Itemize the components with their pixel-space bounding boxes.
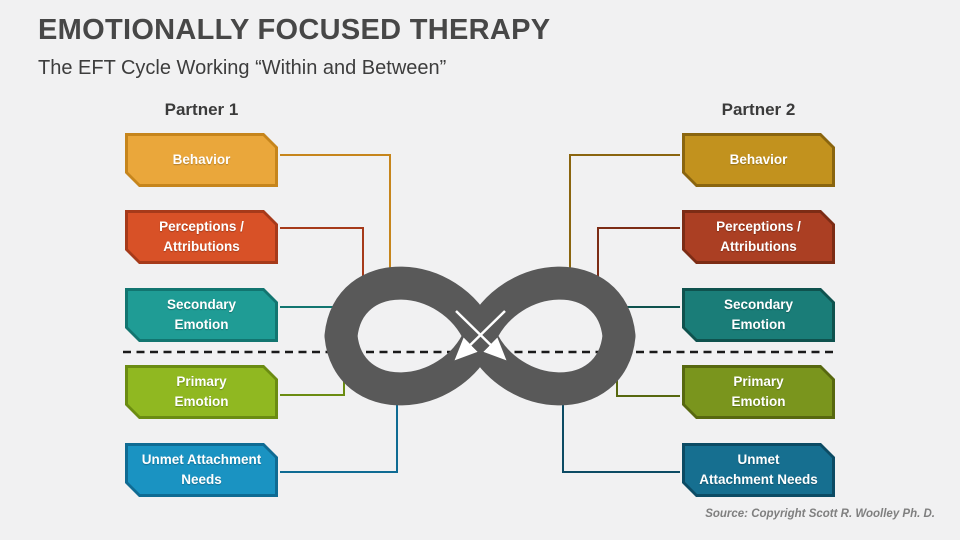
box-partner1-perceptions: Perceptions / Attributions	[125, 210, 278, 264]
connector-p1-primary	[280, 376, 345, 396]
connector-p2-primary	[616, 376, 680, 397]
box-label: Primary Emotion	[174, 374, 229, 409]
box-label: Secondary Emotion	[166, 297, 237, 332]
box-fill: Primary Emotion	[128, 368, 275, 416]
connector-p1-perceptions	[280, 227, 364, 280]
box-label: Primary Emotion	[731, 374, 786, 409]
partner2-header: Partner 2	[721, 100, 796, 119]
box-label: Secondary Emotion	[723, 297, 794, 332]
connector-p2-unmet	[562, 398, 680, 473]
box-partner1-behavior: Behavior	[125, 133, 278, 187]
box-partner1-primary-emotion: Primary Emotion	[125, 365, 278, 419]
box-fill: Perceptions / Attributions	[128, 213, 275, 261]
page-subtitle: The EFT Cycle Working “Within and Betwee…	[38, 57, 447, 79]
connector-p1-unmet	[280, 398, 398, 473]
box-label: Perceptions / Attributions	[159, 219, 244, 254]
source-attribution: Source: Copyright Scott R. Woolley Ph. D…	[705, 508, 935, 520]
box-fill: Behavior	[685, 136, 832, 184]
box-partner2-behavior: Behavior	[682, 133, 835, 187]
box-label: Behavior	[729, 152, 788, 168]
box-partner2-unmet-needs: Unmet Attachment Needs	[682, 443, 835, 497]
box-label: Perceptions / Attributions	[716, 219, 801, 254]
box-partner2-secondary-emotion: Secondary Emotion	[682, 288, 835, 342]
connector-p2-behavior	[569, 154, 680, 272]
box-fill: Primary Emotion	[685, 368, 832, 416]
box-fill: Unmet Attachment Needs	[128, 446, 275, 494]
partner1-header: Partner 1	[164, 100, 239, 119]
cycle-arrow-left-icon	[454, 310, 506, 361]
page-title: EMOTIONALLY FOCUSED THERAPY	[38, 14, 551, 46]
box-label: Behavior	[172, 152, 231, 168]
box-fill: Secondary Emotion	[685, 291, 832, 339]
cycle-arrow-right-icon	[455, 310, 507, 361]
box-fill: Behavior	[128, 136, 275, 184]
box-fill: Perceptions / Attributions	[685, 213, 832, 261]
box-partner1-secondary-emotion: Secondary Emotion	[125, 288, 278, 342]
box-partner2-perceptions: Perceptions / Attributions	[682, 210, 835, 264]
connector-p1-behavior	[280, 154, 391, 272]
box-fill: Secondary Emotion	[128, 291, 275, 339]
box-partner2-primary-emotion: Primary Emotion	[682, 365, 835, 419]
box-label: Unmet Attachment Needs	[141, 452, 262, 487]
box-partner1-unmet-needs: Unmet Attachment Needs	[125, 443, 278, 497]
box-label: Unmet Attachment Needs	[699, 452, 818, 487]
connector-p2-perceptions	[597, 227, 680, 280]
box-fill: Unmet Attachment Needs	[685, 446, 832, 494]
